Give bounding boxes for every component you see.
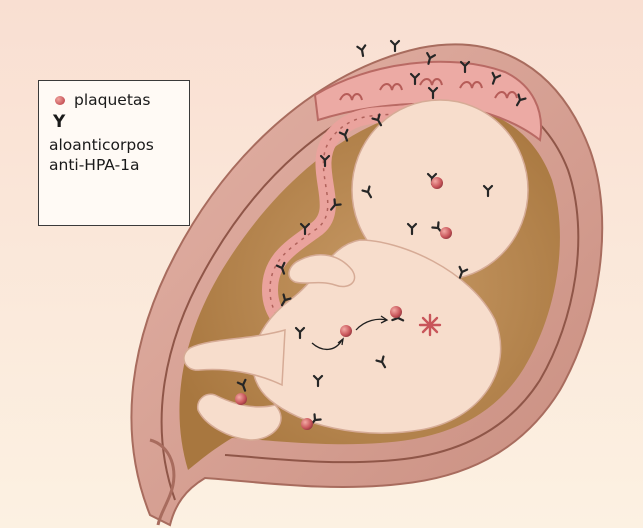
legend-antibody-label: aloanticorpos anti-HPA-1a <box>49 135 179 175</box>
antibody-icon: Y <box>53 112 65 132</box>
legend-antibody: Y <box>49 111 179 133</box>
legend-platelets: plaquetas <box>49 89 179 111</box>
platelet <box>301 418 313 430</box>
platelet <box>340 325 352 337</box>
destroyed-platelet <box>420 315 440 335</box>
platelet <box>390 306 402 318</box>
legend-platelets-label: plaquetas <box>74 90 151 110</box>
legend-antibody-label-line1: aloanticorpos <box>49 135 179 155</box>
platelet-icon <box>55 96 65 105</box>
platelet <box>235 393 247 405</box>
platelet <box>440 227 452 239</box>
legend: plaquetas Y aloanticorpos anti-HPA-1a <box>38 80 190 226</box>
legend-antibody-label-line2: anti-HPA-1a <box>49 155 179 175</box>
platelet <box>431 177 443 189</box>
